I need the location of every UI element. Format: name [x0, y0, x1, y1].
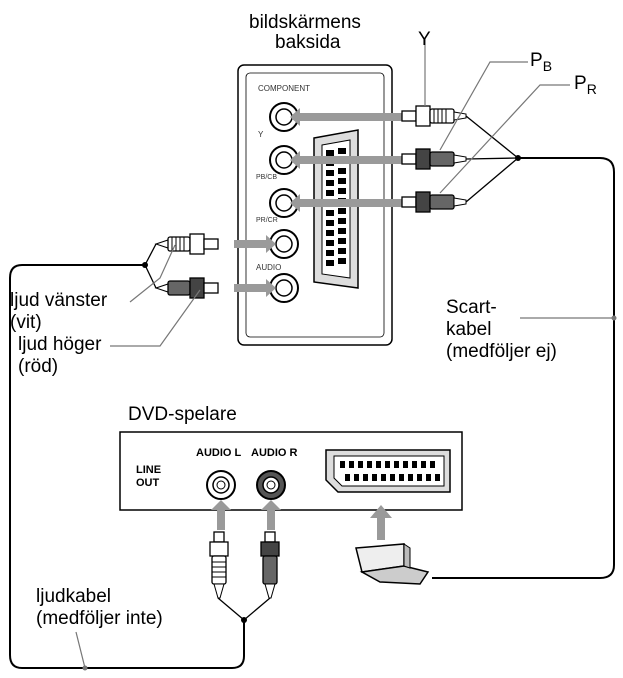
scart-plug: [355, 543, 430, 585]
pb-label-sub: B: [542, 58, 553, 74]
plug-pr: [401, 191, 467, 213]
audio-cable-label-line1: ljudkabel: [36, 586, 111, 607]
panel-pr-label: PR/CR: [256, 217, 278, 224]
panel-audio-label: AUDIO: [256, 263, 282, 272]
pb-label: PB: [530, 50, 553, 74]
audio-right-label-line1: ljud höger: [18, 334, 102, 355]
scart-label-line2: kabel: [446, 319, 492, 340]
dvd-jack-audio-r: [256, 470, 286, 500]
plug-y: [401, 105, 467, 127]
leader-lines: [75, 38, 614, 669]
dvd-audio-l-label: AUDIO L: [196, 447, 242, 459]
plug-dvd-red: [260, 531, 280, 599]
scart-label-line3: (medföljer ej): [446, 341, 557, 362]
audio-cable-label-line2: (medföljer inte): [36, 608, 163, 629]
pr-label-sub: R: [586, 81, 597, 97]
plug-audio-white: [154, 233, 219, 255]
dvd-scart-port: [325, 449, 451, 493]
dvd-jack-audio-l: [206, 470, 236, 500]
audio-cable: [9, 243, 271, 669]
panel-y-label: Y: [258, 130, 264, 139]
dvd-out-label: OUT: [136, 477, 160, 489]
monitor-jack-audio-left: [269, 229, 299, 259]
arrows-dvd: [211, 500, 392, 540]
panel-component-label: COMPONENT: [258, 84, 310, 93]
plug-pb: [401, 148, 467, 170]
audio-right-label-line2: (röd): [18, 356, 59, 377]
pr-label: PR: [574, 73, 597, 97]
monitor-jack-pr: [269, 188, 299, 218]
monitor-jack-audio-right: [269, 273, 299, 303]
pr-label-main: P: [574, 73, 587, 94]
plug-audio-red: [154, 277, 219, 299]
arrows-audio: [234, 235, 276, 297]
arrows-component: [290, 108, 412, 212]
audio-left-label-line1: ljud vänster: [10, 290, 108, 311]
audio-left-label-line2: (vit): [10, 312, 42, 333]
screen-back-label-line1: bildskärmens: [249, 12, 361, 33]
dvd-line-label: LINE: [136, 464, 162, 476]
dvd-title: DVD-spelare: [128, 404, 237, 425]
panel-pb-label: PB/CB: [256, 174, 278, 181]
y-label: Y: [418, 29, 431, 50]
screen-back-label-line2: baksida: [275, 32, 341, 53]
dvd-audio-r-label: AUDIO R: [251, 447, 298, 459]
plug-dvd-white: [209, 531, 229, 599]
pb-label-main: P: [530, 50, 543, 71]
scart-label-line1: Scart-: [446, 297, 497, 318]
monitor-scart-port: [313, 129, 359, 289]
